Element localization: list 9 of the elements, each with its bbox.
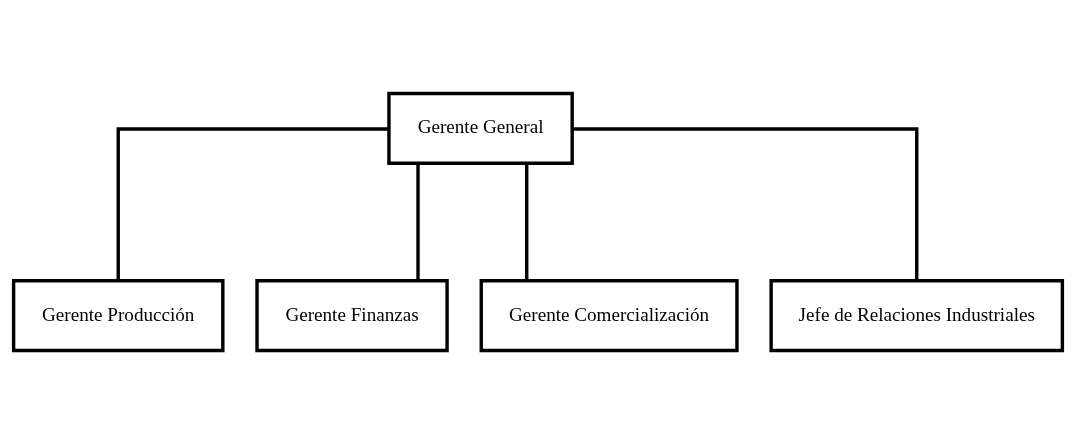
- node-box: Jefe de Relaciones Industriales: [769, 278, 1065, 352]
- connector: [116, 126, 389, 281]
- connector: [416, 163, 420, 281]
- node-box: Gerente Finanzas: [255, 278, 449, 352]
- node-box: Gerente Producción: [11, 278, 225, 352]
- connector: [572, 126, 919, 281]
- node-box: Gerente Comercialización: [479, 278, 739, 352]
- node-box: Gerente General: [387, 91, 574, 165]
- connector: [525, 163, 529, 281]
